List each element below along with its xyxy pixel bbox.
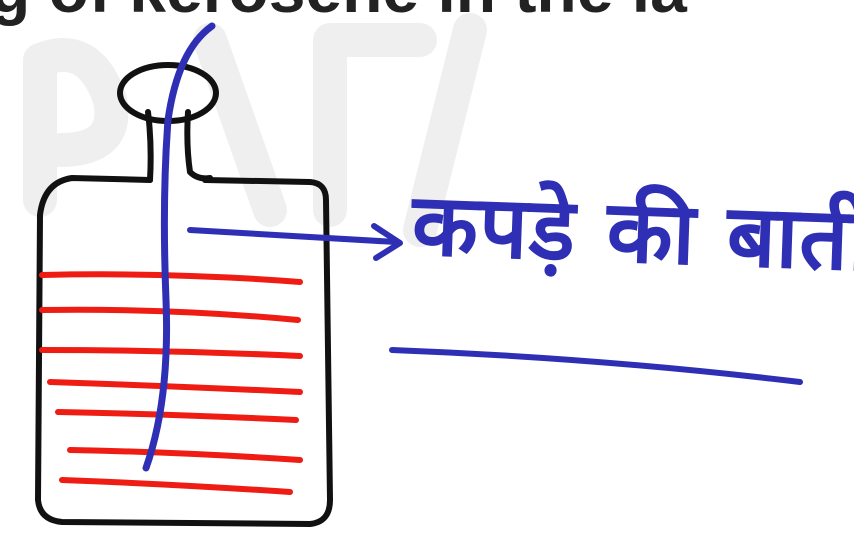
cropped-header: g of kerosene in the la: [0, 0, 688, 26]
bottle-neck-right: [184, 109, 213, 182]
liquid-line: [47, 379, 303, 395]
liquid-line: [67, 447, 303, 463]
liquid-line: [59, 477, 293, 495]
liquid-line: [39, 306, 301, 323]
label-underline: [389, 347, 803, 385]
header-text: g of kerosene in the la: [0, 0, 688, 26]
bottle-body: [35, 175, 333, 527]
liquid-line: [55, 409, 299, 423]
cloth-wick-label: कपड़े की बाती: [410, 175, 854, 291]
liquid-line: [39, 347, 303, 359]
liquid-line: [39, 271, 303, 285]
cloth-wick: [142, 22, 216, 472]
bottle-neck-left: [145, 109, 154, 183]
pointer-arrow: [187, 223, 403, 261]
